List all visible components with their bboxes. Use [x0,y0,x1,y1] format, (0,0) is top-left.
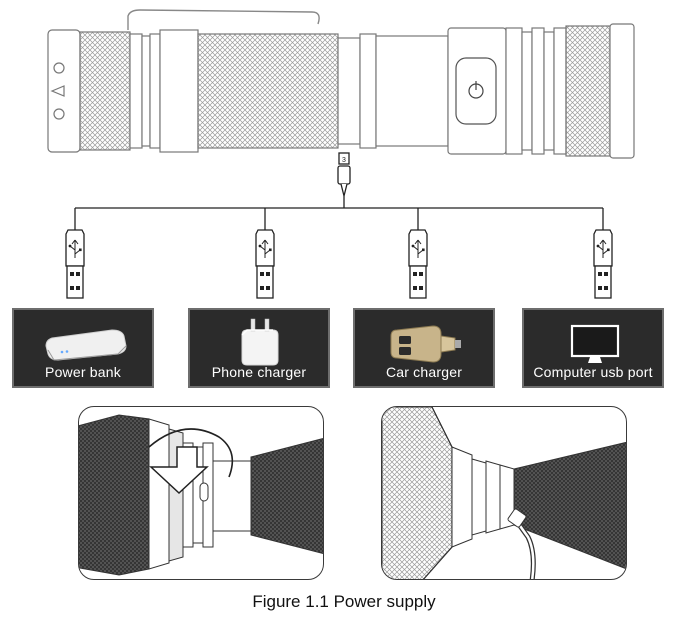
usb-badge: 3 [342,157,346,164]
power-bank-icon [14,316,156,368]
monitor-icon [524,316,666,368]
figure-caption: Figure 1.1 Power supply [0,592,688,612]
usb-plug-icon [594,220,612,298]
car-charger-icon [355,316,497,368]
usb-plug-icon [66,220,84,298]
source-label: Power bank [14,364,152,380]
panel-unscrew-tail [78,406,324,580]
source-car-charger: Car charger [353,308,495,388]
usb-plug-icon [409,220,427,298]
panel-plug-cable [381,406,627,580]
source-label: Car charger [355,364,493,380]
main-cable: 3 [75,153,603,220]
plug-cable-illustration [382,407,627,580]
source-computer-usb-port: Computer usb port [522,308,664,388]
usb-plug-icon [256,220,274,298]
phone-charger-icon [190,316,332,368]
usb-plugs [66,220,612,298]
unscrew-tail-illustration [79,407,324,580]
source-power-bank: Power bank [12,308,154,388]
flashlight-drawing [48,10,634,158]
source-phone-charger: Phone charger [188,308,330,388]
flashlight-wiring-svg: 3 [0,0,688,300]
source-label: Computer usb port [524,364,662,380]
source-label: Phone charger [190,364,328,380]
